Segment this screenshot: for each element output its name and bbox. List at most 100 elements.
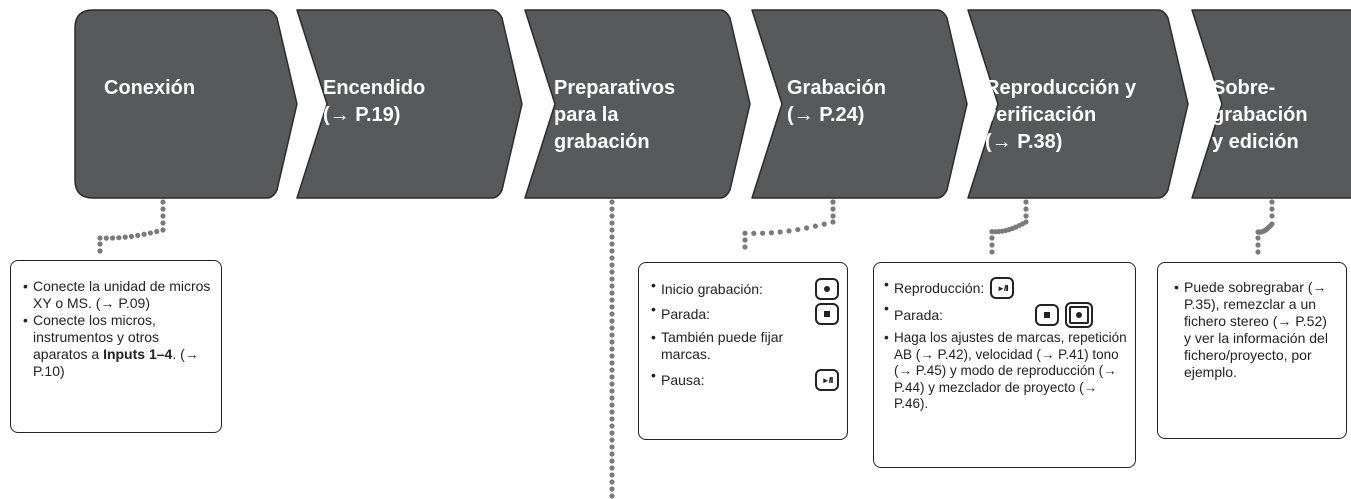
step-shape-grabacion bbox=[751, 9, 968, 199]
connector-grabacion bbox=[786, 228, 792, 234]
note-sobregrabacion: Puede sobregrabar (→ P.35), remezclar a … bbox=[1157, 262, 1347, 439]
step-title-sobregrabacion: Sobre- grabación y edición bbox=[1212, 77, 1308, 153]
step-title-reproduccion: Reproducción y verificación (→ P.38) bbox=[985, 77, 1137, 153]
connector-preparativos bbox=[609, 374, 615, 380]
connector-preparativos bbox=[609, 213, 615, 219]
connector-grabacion bbox=[768, 230, 775, 236]
connector-conexion bbox=[97, 235, 103, 241]
connector-reproduccion bbox=[989, 235, 995, 241]
connector-preparativos bbox=[609, 423, 615, 429]
connector-preparativos bbox=[609, 304, 615, 310]
step-title-conexion: Conexión bbox=[104, 77, 196, 99]
connector-preparativos bbox=[609, 493, 615, 499]
connector-preparativos bbox=[609, 416, 615, 422]
connector-grabacion bbox=[777, 229, 783, 235]
step-shape-reproduccion bbox=[967, 9, 1189, 199]
note-conexion-item-2-text: Conecte los micros, instrumentos y otros… bbox=[33, 312, 160, 362]
connector-preparativos bbox=[609, 458, 615, 464]
step-shape-sobregrabacion bbox=[1191, 9, 1351, 199]
connector-grabacion bbox=[751, 230, 757, 236]
note-reproduccion: Reproducción: ►/II Parada: Haga los ajus… bbox=[873, 262, 1136, 468]
connector-grabacion bbox=[821, 221, 827, 227]
connector-preparativos bbox=[609, 465, 615, 471]
reproduccion-label: Reproducción: bbox=[894, 279, 985, 296]
record-key-icon bbox=[1065, 302, 1094, 328]
parada-label: Parada: bbox=[661, 305, 711, 322]
connector-sobregrabacion bbox=[1269, 199, 1275, 205]
connector-preparativos bbox=[609, 444, 615, 450]
connector-conexion bbox=[97, 241, 103, 247]
connector-sobregrabacion bbox=[1269, 213, 1275, 219]
parada-label: Parada: bbox=[894, 306, 944, 323]
connector-preparativos bbox=[609, 360, 615, 366]
connector-sobregrabacion bbox=[1255, 229, 1261, 235]
connector-grabacion bbox=[742, 237, 748, 243]
connector-grabacion bbox=[760, 230, 766, 236]
connector-preparativos bbox=[609, 367, 615, 373]
connector-preparativos bbox=[609, 346, 615, 352]
connector-conexion bbox=[116, 235, 122, 241]
connector-reproduccion bbox=[989, 242, 995, 248]
note-sobregrabacion-texto: Puede sobregrabar (→ P.35), remezclar a … bbox=[1174, 279, 1334, 381]
connector-preparativos bbox=[609, 402, 615, 408]
connector-reproduccion bbox=[989, 229, 995, 235]
step-shape-conexion bbox=[74, 9, 298, 199]
connector-conexion bbox=[122, 234, 128, 240]
connector-preparativos bbox=[609, 409, 615, 415]
connector-conexion bbox=[147, 230, 153, 236]
note-reproduccion-ajustes: Haga los ajustes de marcas, repetición A… bbox=[884, 330, 1127, 413]
play-pause-glyph: ►/II bbox=[996, 283, 1009, 293]
connector-preparativos bbox=[609, 276, 615, 282]
play-pause-glyph: ►/II bbox=[821, 375, 834, 385]
connector-grabacion bbox=[830, 219, 836, 225]
connector-preparativos bbox=[609, 381, 615, 387]
connector-preparativos bbox=[609, 451, 615, 457]
connector-conexion bbox=[160, 220, 166, 226]
connector-conexion bbox=[110, 235, 116, 241]
connector-preparativos bbox=[609, 297, 615, 303]
record-key-icon bbox=[815, 278, 839, 300]
connector-preparativos bbox=[609, 430, 615, 436]
connector-grabacion bbox=[830, 199, 836, 205]
note-grabacion-pausa: Pausa: ►/II bbox=[651, 367, 839, 393]
play-pause-key-icon: ►/II bbox=[990, 277, 1015, 299]
connector-preparativos bbox=[609, 248, 615, 254]
connector-grabacion bbox=[812, 223, 819, 229]
connector-preparativos bbox=[609, 486, 615, 492]
connector-preparativos bbox=[609, 199, 615, 205]
connector-preparativos bbox=[609, 241, 615, 247]
connector-preparativos bbox=[609, 332, 615, 338]
connector-preparativos bbox=[609, 325, 615, 331]
connector-conexion bbox=[103, 235, 109, 241]
connector-preparativos bbox=[609, 472, 615, 478]
note-grabacion-marcas: También puede fijar marcas. bbox=[651, 329, 811, 363]
note-grabacion-inicio: Inicio grabación: bbox=[651, 277, 839, 301]
note-conexion-item-2: Conecte los micros, instrumentos y otros… bbox=[23, 312, 213, 380]
connector-conexion bbox=[154, 228, 160, 235]
connector-preparativos bbox=[609, 290, 615, 296]
note-conexion-item-2-ref: . (→ P.10) bbox=[33, 346, 199, 379]
connector-preparativos bbox=[609, 437, 615, 443]
connector-sobregrabacion bbox=[1255, 249, 1261, 255]
step-shape-preparativos bbox=[524, 9, 751, 199]
connector-preparativos bbox=[609, 395, 615, 401]
connector-conexion bbox=[135, 232, 141, 239]
connector-sobregrabacion bbox=[1255, 242, 1261, 248]
connector-preparativos bbox=[609, 220, 615, 226]
step-title-preparativos: Preparativos para la grabación bbox=[554, 77, 676, 153]
connector-sobregrabacion bbox=[1255, 235, 1261, 241]
connector-grabacion bbox=[830, 206, 836, 212]
step-title-encendido: Encendido (→ P.19) bbox=[323, 77, 426, 126]
connector-conexion bbox=[160, 227, 166, 233]
connector-reproduccion bbox=[1023, 199, 1029, 205]
connector-preparativos bbox=[609, 479, 615, 485]
connector-conexion bbox=[141, 231, 147, 237]
connector-reproduccion bbox=[989, 249, 995, 255]
pausa-label: Pausa: bbox=[661, 371, 705, 388]
note-reproduccion-play: Reproducción: ►/II bbox=[884, 276, 1127, 300]
inicio-grabacion-label: Inicio grabación: bbox=[661, 280, 763, 297]
connector-conexion bbox=[160, 206, 166, 212]
connector-preparativos bbox=[609, 227, 615, 233]
connector-grabacion bbox=[742, 230, 748, 236]
